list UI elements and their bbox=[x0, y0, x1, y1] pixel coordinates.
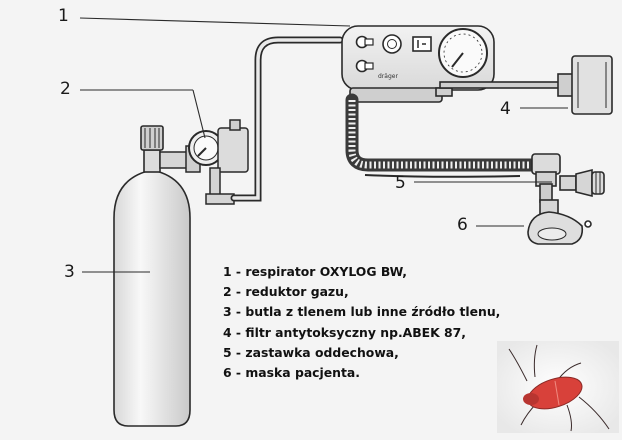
oxygen-cylinder bbox=[113, 125, 191, 427]
leader-lines bbox=[79, 17, 568, 273]
breathing-valve bbox=[531, 153, 605, 203]
callout-6: 6 bbox=[457, 215, 468, 235]
callout-5: 5 bbox=[395, 173, 406, 193]
oxygen-supply-hose bbox=[230, 36, 344, 202]
legend-list: 1 - respirator OXYLOG BW, 2 - reduktor g… bbox=[223, 262, 500, 383]
callout-4: 4 bbox=[500, 99, 511, 119]
legend-item: 5 - zastawka oddechowa, bbox=[223, 344, 399, 360]
legend-item: 3 - butla z tlenem lub inne źródło tlenu… bbox=[223, 304, 501, 320]
patient-mask bbox=[527, 199, 592, 245]
gas-reducer bbox=[159, 119, 249, 205]
antitoxic-filter bbox=[439, 55, 613, 115]
watermark-cockroach-logo bbox=[497, 341, 619, 433]
legend-item: 6 - maska pacjenta. bbox=[223, 365, 360, 381]
legend-item: 4 - filtr antytoksyczny np.ABEK 87, bbox=[223, 324, 467, 340]
callout-1: 1 bbox=[58, 6, 69, 26]
callout-2: 2 bbox=[60, 79, 71, 99]
corrugated-breathing-tube bbox=[345, 93, 547, 178]
device-brand-label: dräger bbox=[378, 73, 398, 80]
ventilator-oxylog: dräger bbox=[341, 25, 495, 103]
legend-item: 1 - respirator OXYLOG BW, bbox=[223, 264, 407, 279]
callout-3: 3 bbox=[64, 262, 75, 282]
legend-item: 2 - reduktor gazu, bbox=[223, 284, 349, 300]
